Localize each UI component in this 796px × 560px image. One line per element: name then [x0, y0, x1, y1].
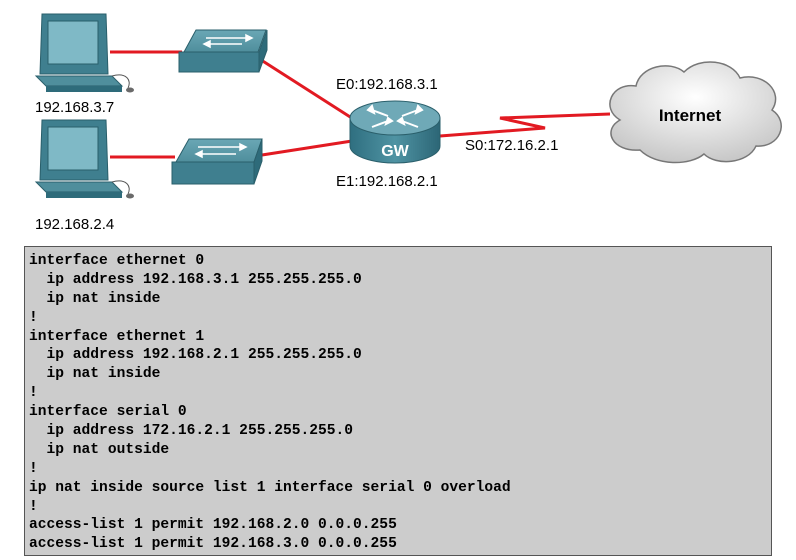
internet-cloud-icon: Internet — [609, 61, 782, 164]
switch-2 — [171, 138, 263, 185]
links — [110, 50, 611, 159]
config-line: interface serial 0 — [29, 404, 187, 421]
config-line: ! — [29, 309, 38, 326]
config-line: interface ethernet 1 — [29, 328, 205, 345]
network-diagram: 192.168.3.7 192.168.2.4 GW E0:192.1 — [34, 13, 782, 233]
config-line: ip nat inside source list 1 interface se… — [29, 479, 511, 496]
config-line: ip nat outside — [29, 441, 170, 458]
router-e1-label: E1:192.168.2.1 — [336, 173, 438, 190]
config-line: access-list 1 permit 192.168.3.0 0.0.0.2… — [29, 536, 397, 553]
switch-arrows-icon — [202, 33, 254, 49]
router-name: GW — [381, 143, 409, 160]
router-arrows-icon — [366, 104, 424, 128]
router-s0-label: S0:172.16.2.1 — [465, 137, 558, 154]
link-switch2-router — [261, 139, 353, 157]
config-line: ip address 192.168.3.1 255.255.255.0 — [29, 271, 362, 288]
switch-arrows-icon — [194, 142, 248, 159]
link-router-cloud-serial — [439, 112, 611, 138]
config-line: ip address 172.16.2.1 255.255.255.0 — [29, 423, 354, 440]
config-line: ! — [29, 498, 38, 515]
config-line: ! — [29, 385, 38, 402]
config-line: ! — [29, 460, 38, 477]
config-line: interface ethernet 0 — [29, 253, 205, 269]
switch-1 — [178, 29, 268, 73]
config-line: ip nat inside — [29, 290, 161, 307]
host-computer-1 — [34, 13, 134, 93]
host-2-ip: 192.168.2.4 — [35, 216, 114, 233]
router-config-panel: interface ethernet 0 ip address 192.168.… — [24, 246, 772, 556]
config-line: access-list 1 permit 192.168.2.0 0.0.0.2… — [29, 517, 397, 534]
config-line: ip nat inside — [29, 366, 161, 383]
router-gw: GW — [349, 100, 441, 164]
host-computer-2 — [34, 119, 134, 199]
link-switch1-router — [257, 56, 359, 124]
router-e0-label: E0:192.168.3.1 — [336, 76, 438, 93]
cloud-label: Internet — [659, 106, 722, 125]
host-1-ip: 192.168.3.7 — [35, 99, 114, 116]
config-line: ip address 192.168.2.1 255.255.255.0 — [29, 347, 362, 364]
